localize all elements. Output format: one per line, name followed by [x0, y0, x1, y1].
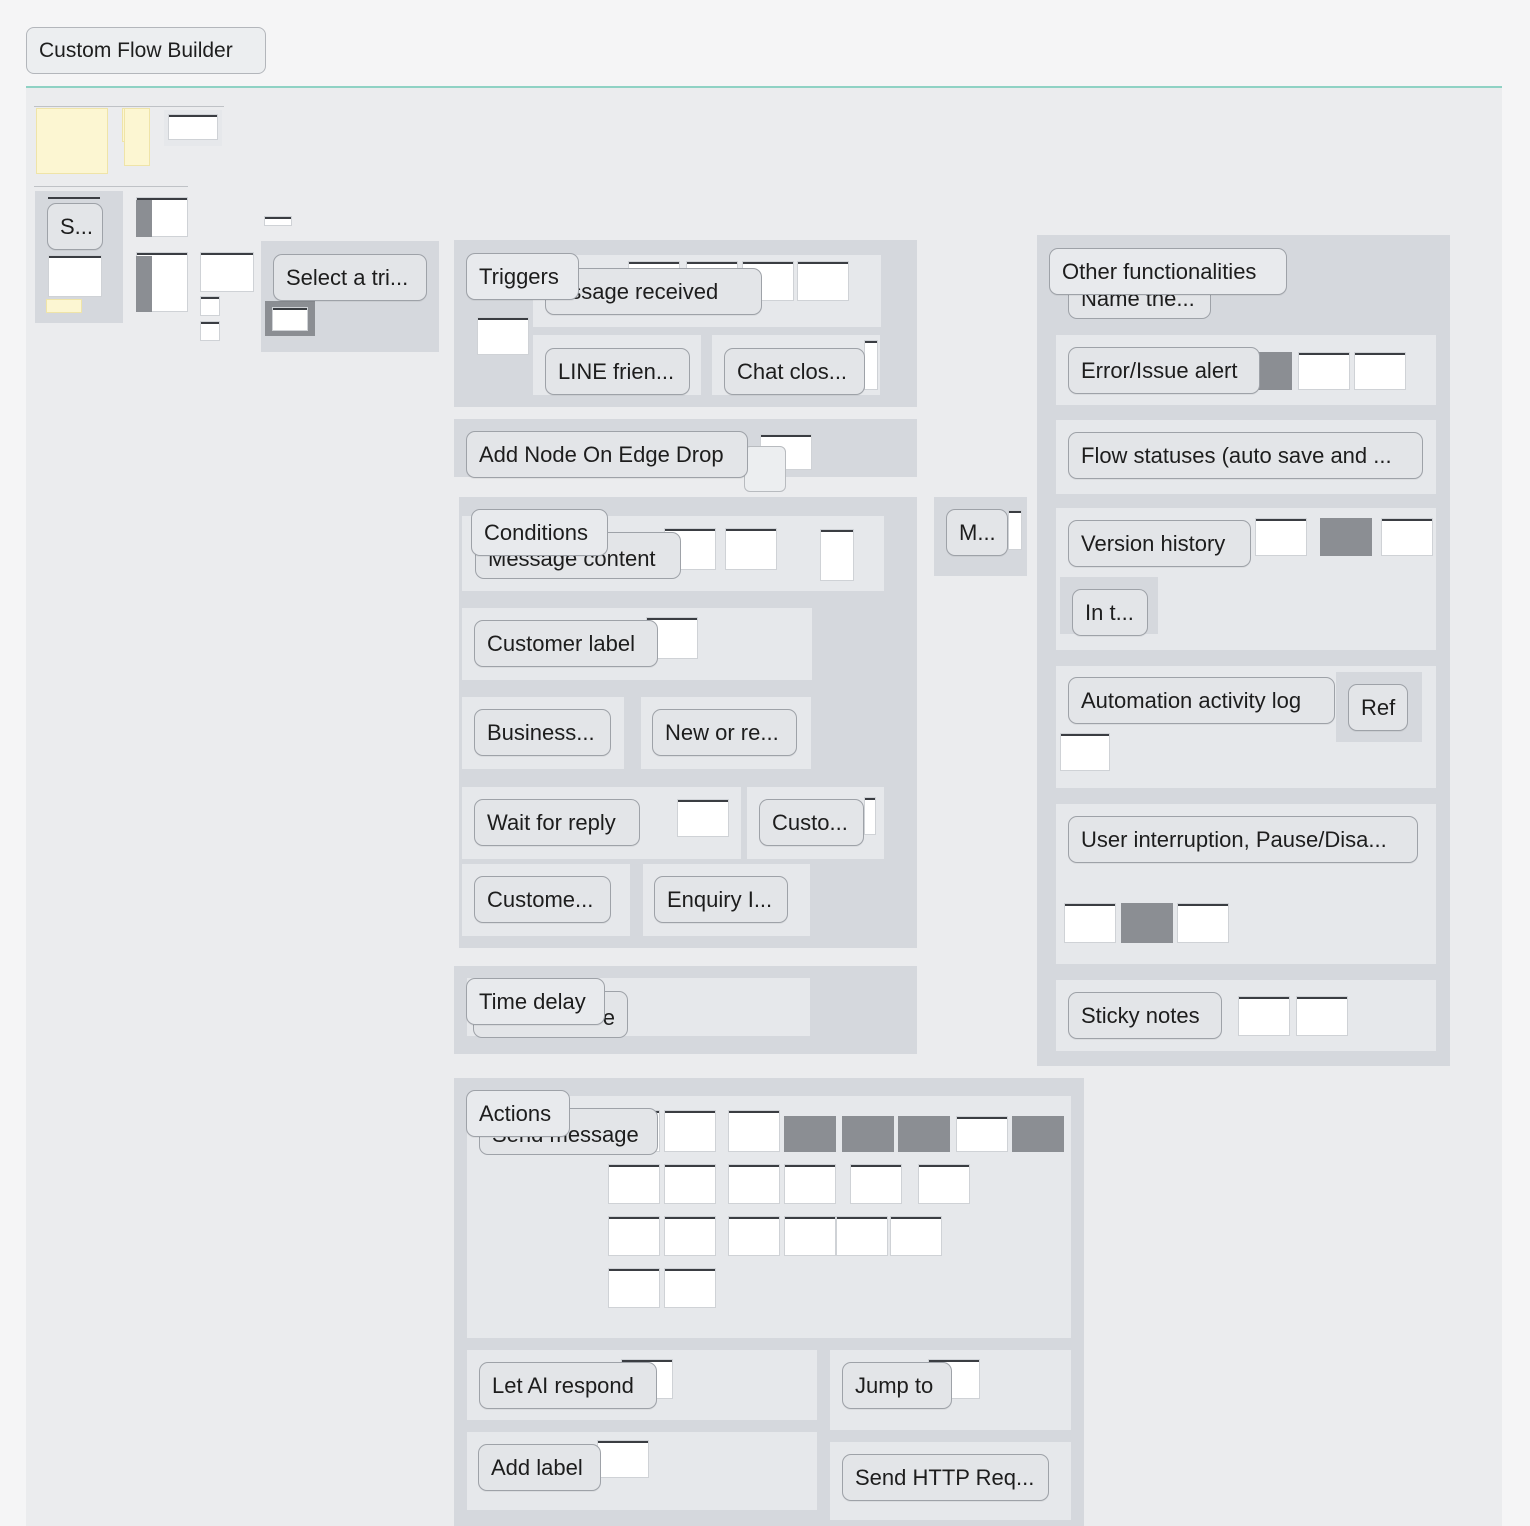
other-user-interruption[interactable]: User interruption, Pause/Disa... [1068, 816, 1418, 863]
board-title-button[interactable]: Custom Flow Builder [26, 27, 266, 74]
other-interruption-thumb-a [1064, 903, 1116, 943]
condition-wait-for-reply[interactable]: Wait for reply [474, 799, 640, 846]
flow-thumb-3 [200, 252, 254, 292]
condition-customer-label[interactable]: Customer label [474, 620, 658, 667]
other-version-history[interactable]: Version history [1068, 520, 1251, 567]
action-jump-to[interactable]: Jump to [842, 1362, 952, 1409]
other-sticky-thumb-b [1296, 996, 1348, 1036]
trigger-thumb-d [797, 261, 849, 301]
add-node-label[interactable]: Add Node On Edge Drop [466, 431, 748, 478]
triggers-header[interactable]: Triggers [466, 253, 579, 300]
other-activity-thumb [1060, 733, 1110, 771]
condition-customer[interactable]: Custome... [474, 876, 611, 923]
select-trigger-thumb-inner [272, 307, 308, 331]
other-interruption-thumb-c [1177, 903, 1229, 943]
other-interruption-thumb-b [1121, 903, 1173, 943]
conditions-header[interactable]: Conditions [471, 509, 608, 556]
condition-thumb-c [820, 529, 854, 581]
misc-thumb [1008, 510, 1022, 550]
other-error-thumb-b [1298, 352, 1350, 390]
flow-thumb-5 [200, 321, 220, 341]
start-thumb [48, 255, 102, 297]
other-sticky-thumb-a [1238, 996, 1290, 1036]
condition-new-or-returning[interactable]: New or re... [652, 709, 797, 756]
add-node-dotted-box [744, 446, 786, 492]
other-error-issue-alert[interactable]: Error/Issue alert [1068, 347, 1260, 394]
other-flow-statuses[interactable]: Flow statuses (auto save and ... [1068, 432, 1423, 479]
select-trigger-label[interactable]: Select a tri... [273, 254, 427, 301]
flow-thumb-4 [200, 296, 220, 316]
trigger-thumb-e [477, 317, 529, 355]
other-version-thumb-b [1320, 518, 1372, 556]
other-error-thumb-c [1354, 352, 1406, 390]
time-delay-header[interactable]: Time delay [466, 978, 605, 1025]
action-label-thumb [597, 1440, 649, 1478]
other-sticky-notes[interactable]: Sticky notes [1068, 992, 1222, 1039]
trigger-message-received[interactable]: essage received [545, 268, 762, 315]
overview-divider [34, 186, 188, 187]
flow-thumb-6 [264, 216, 292, 226]
action-send-message-thumbs [600, 1102, 1070, 1314]
trigger-chat-closed[interactable]: Chat clos... [724, 348, 865, 395]
flow-thumb-2-side [136, 256, 152, 312]
condition-thumb-b [725, 528, 777, 570]
trigger-chat-thumb [864, 340, 878, 390]
condition-custom-thumb [864, 797, 876, 835]
other-version-thumb-c [1381, 518, 1433, 556]
other-version-thumb-a [1255, 518, 1307, 556]
condition-enquiry[interactable]: Enquiry I... [654, 876, 788, 923]
other-in-t[interactable]: In t... [1072, 589, 1148, 636]
start-note [46, 299, 82, 313]
condition-wait-thumb [677, 799, 729, 837]
action-let-ai-respond[interactable]: Let AI respond [479, 1362, 657, 1409]
misc-label[interactable]: M... [946, 509, 1008, 556]
flow-thumb-1-side [136, 200, 152, 237]
other-header[interactable]: Other functionalities [1049, 248, 1287, 295]
condition-custom[interactable]: Custo... [759, 799, 864, 846]
other-ref[interactable]: Ref [1348, 684, 1408, 731]
condition-business[interactable]: Business... [474, 709, 611, 756]
start-label[interactable]: S... [47, 203, 103, 250]
action-send-http-request[interactable]: Send HTTP Req... [842, 1454, 1049, 1501]
action-add-label[interactable]: Add label [478, 1444, 601, 1491]
trigger-line-friend[interactable]: LINE frien... [545, 348, 690, 395]
start-frame-bar [48, 197, 100, 199]
overview-notes [34, 100, 224, 180]
actions-header[interactable]: Actions [466, 1090, 570, 1137]
other-automation-activity-log[interactable]: Automation activity log [1068, 677, 1335, 724]
